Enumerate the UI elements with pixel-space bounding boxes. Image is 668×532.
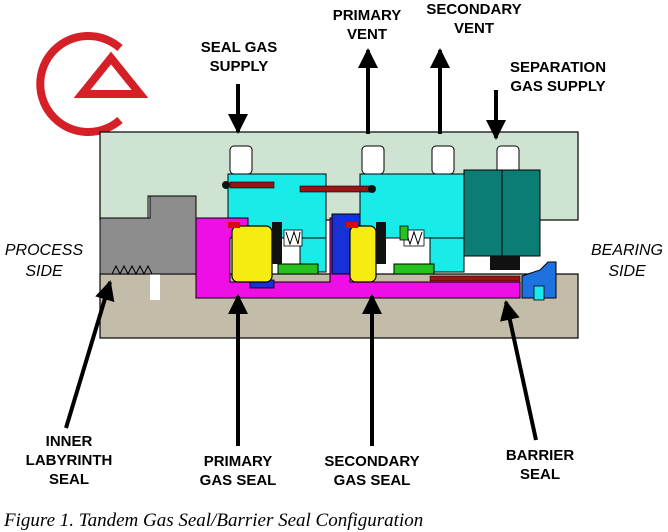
barrier-housing bbox=[463, 169, 541, 270]
inner-labyrinth-arrow bbox=[64, 280, 115, 429]
springs bbox=[272, 222, 435, 275]
bolts bbox=[222, 181, 521, 282]
label-seal-gas-supply: SEAL GAS SUPPLY bbox=[200, 39, 278, 75]
barrier-seal-arrow bbox=[500, 300, 538, 441]
label-primary-vent: PRIMARY VENT bbox=[332, 7, 402, 43]
label-barrier-seal: BARRIER SEAL bbox=[505, 447, 575, 483]
company-logo bbox=[36, 32, 149, 136]
label-secondary-gas-seal: SECONDARY GAS SEAL bbox=[324, 453, 420, 489]
figure-caption: Figure 1. Tandem Gas Seal/Barrier Seal C… bbox=[4, 510, 424, 531]
label-bearing-side: BEARING SIDE bbox=[590, 242, 663, 280]
label-inner-labyrinth-seal: INNER LABYRINTH SEAL bbox=[25, 433, 113, 488]
logo-ring bbox=[36, 32, 123, 136]
label-secondary-vent: SECONDARY VENT bbox=[426, 1, 522, 37]
label-process-side: PROCESS SIDE bbox=[4, 242, 84, 280]
seal-faces bbox=[228, 222, 377, 283]
label-separation-gas-supply: SEPARATION GAS SUPPLY bbox=[509, 59, 607, 95]
inner-labyrinth-seal bbox=[99, 195, 197, 276]
logo-triangle bbox=[73, 51, 149, 98]
label-primary-gas-seal: PRIMARY GAS SEAL bbox=[199, 453, 277, 489]
arrows bbox=[64, 48, 538, 446]
